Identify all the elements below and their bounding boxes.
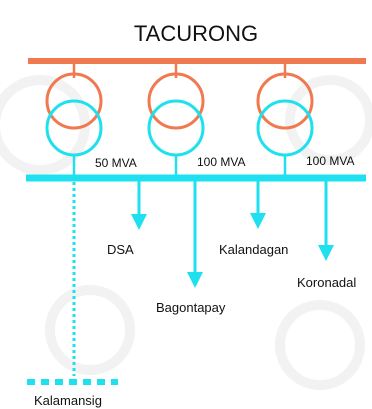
transformer-1-primary-winding: [45, 72, 103, 130]
transformer-3-primary-winding: [256, 72, 314, 130]
substation-title: TACURONG: [134, 21, 258, 46]
feeder-dsa: [131, 181, 147, 230]
feeder-bagontapay: [187, 181, 203, 288]
transformer-1-rating: 50 MVA: [95, 156, 137, 170]
feeder-kalandagan-arrowhead: [250, 213, 266, 229]
feeder-kalamansig: [27, 182, 118, 385]
feeder-koronadal-label: Koronadal: [297, 275, 356, 290]
feeder-dsa-arrowhead: [131, 214, 147, 230]
feeder-bagontapay-arrowhead: [187, 272, 203, 288]
transformer-3: [256, 61, 314, 178]
background-watermark: [0, 75, 372, 390]
transformer-2-rating: 100 MVA: [197, 155, 245, 169]
feeder-bagontapay-label: Bagontapay: [156, 300, 226, 315]
feeder-kalandagan-label: Kalandagan: [219, 242, 288, 257]
feeder-koronadal-arrowhead: [318, 245, 334, 261]
transformer-3-rating: 100 MVA: [306, 154, 354, 168]
feeder-kalamansig-label: Kalamansig: [34, 393, 102, 408]
transformer-1: [45, 61, 103, 178]
transformer-2: [147, 61, 205, 178]
feeder-koronadal: [318, 181, 334, 261]
transformer-2-primary-winding: [147, 72, 205, 130]
feeder-kalandagan: [250, 181, 266, 229]
feeder-dsa-label: DSA: [107, 242, 134, 257]
